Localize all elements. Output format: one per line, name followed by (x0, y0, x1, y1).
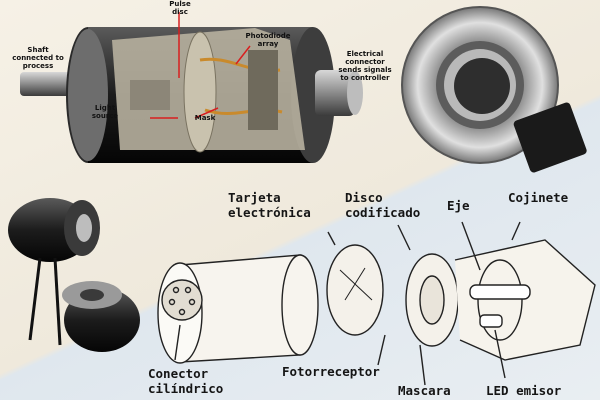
label-cojinete: Cojinete (508, 190, 569, 205)
label-pulse-disc: Pulse disc (169, 0, 191, 16)
hollow-shaft-encoder-photo (401, 6, 587, 173)
label-light-source: Light source (91, 104, 119, 120)
label-mascara: Mascara (398, 383, 451, 398)
connector-graphic (315, 70, 355, 116)
label-fotorreceptor: Fotorreceptor (282, 364, 380, 379)
cutaway-encoder-illustration (20, 12, 363, 163)
shaft-graphic (20, 72, 75, 96)
small-encoder-photos (8, 198, 140, 352)
exploded-encoder-diagram (157, 221, 596, 386)
label-conector-cilindrico: Conector cilíndrico (148, 366, 224, 396)
label-led-emisor: LED emisor (486, 383, 562, 398)
label-photodiode-array: Photodiode array (245, 32, 291, 48)
label-disco-codificado: Disco codificado (345, 190, 421, 220)
label-electrical-connector: Electrical connector sends signals to co… (338, 50, 392, 82)
label-shaft: Shaft connected to process (12, 46, 64, 70)
label-mask: Mask (194, 114, 216, 122)
label-eje: Eje (447, 198, 470, 213)
label-tarjeta-electronica: Tarjeta electrónica (228, 190, 311, 220)
